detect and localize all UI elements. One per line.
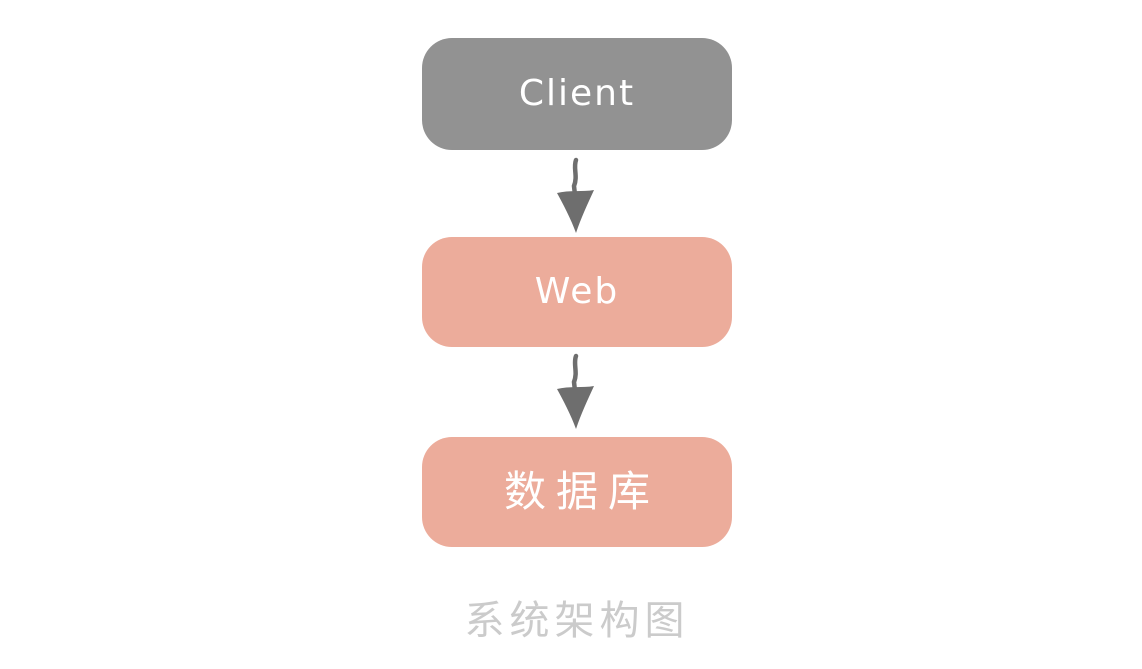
down-arrow-icon (557, 157, 594, 233)
node-client: Client (422, 38, 732, 150)
node-client-label: Client (518, 73, 636, 114)
down-arrow-icon (557, 353, 594, 429)
diagram-caption: 系统架构图 (464, 598, 690, 644)
node-web-label: Web (534, 271, 620, 312)
node-database-label: 数据库 (503, 467, 660, 516)
node-database: 数据库 (422, 437, 732, 547)
node-web: Web (422, 237, 732, 347)
